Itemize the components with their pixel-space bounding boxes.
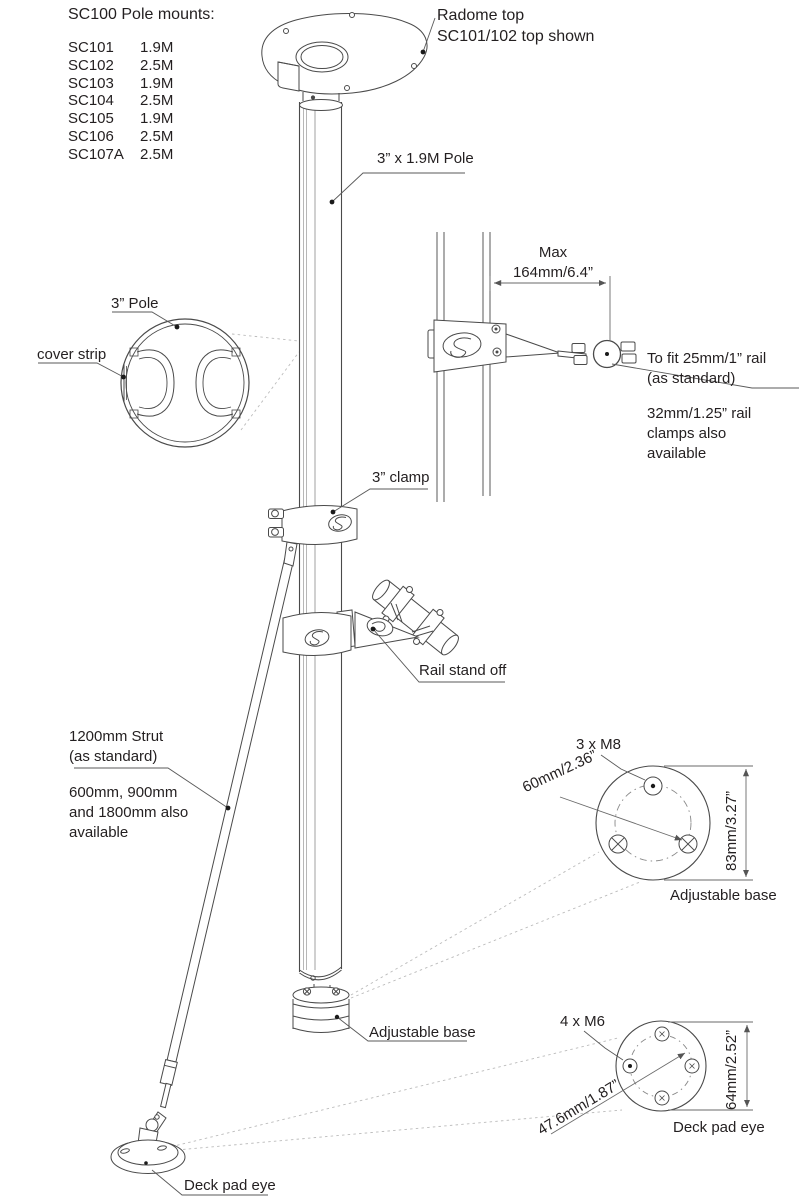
part-length: 2.5M xyxy=(140,56,174,74)
parts-list-row: SC105 1.9M xyxy=(68,110,215,128)
adjustable-base-detail-label: Adjustable base xyxy=(670,887,777,904)
part-model: SC106 xyxy=(68,127,114,145)
base-diameter-dimension: 83mm/3.27” xyxy=(723,790,740,871)
adjustable-base-drawing xyxy=(292,984,350,1033)
rail-options-label: 32mm/1.25” rail clamps also available xyxy=(647,405,752,462)
rail-clamp-drawing xyxy=(427,319,637,373)
deck-pad-eye-detail-drawing xyxy=(615,1020,707,1112)
strut-options-label: 600mm, 900mm and 1800mm also available xyxy=(69,784,189,841)
part-model: SC101 xyxy=(68,39,114,56)
pole-section-label: 3” Pole xyxy=(111,295,159,312)
rail-stand-off-label: Rail stand off xyxy=(419,662,507,679)
rail-fit-label: To fit 25mm/1” rail (as standard) xyxy=(647,350,767,387)
strut-label: 1200mm Strut (as standard) xyxy=(69,728,164,765)
max-dimension-label: Max xyxy=(538,244,568,261)
part-length: 2.5M xyxy=(140,92,174,110)
deck-pad-eye-detail-dimensions xyxy=(550,1021,753,1135)
parts-list-row: SC102 2.5M xyxy=(68,57,215,75)
cross-section-detail-drawing xyxy=(120,318,250,448)
deck-pad-eye-detail-label: Deck pad eye xyxy=(673,1119,765,1136)
radome-top-drawing xyxy=(261,12,428,101)
radome-top-label: Radome top SC101/102 top shown xyxy=(437,7,595,45)
part-length: 2.5M xyxy=(140,145,174,163)
adjustable-base-label: Adjustable base xyxy=(369,1024,476,1041)
max-dimension xyxy=(489,276,611,341)
parts-list-row: SC103 1.9M xyxy=(68,75,215,93)
pole-clamp-drawing xyxy=(268,504,358,567)
cover-strip-label: cover strip xyxy=(37,346,107,363)
parts-list: SC100 Pole mounts: SC101 1.9M SC102 2.5M S… xyxy=(68,6,215,164)
parts-list-row: SC104 2.5M xyxy=(68,92,215,110)
max-dimension-value: 164mm/6.4” xyxy=(512,264,594,281)
part-length: 1.9M xyxy=(140,110,174,128)
parts-list-title: SC100 Pole mounts: xyxy=(68,6,215,23)
part-length: 1.9M xyxy=(140,39,174,56)
leader-dots xyxy=(121,49,426,1020)
parts-list-row: SC101 1.9M xyxy=(68,39,215,57)
part-model: SC107A xyxy=(68,145,124,163)
parts-list-row: SC106 2.5M xyxy=(68,128,215,146)
part-model: SC104 xyxy=(68,92,114,110)
construction-lines xyxy=(165,333,641,1152)
deck-pad-eye-label: Deck pad eye xyxy=(184,1177,276,1194)
clamp-label: 3” clamp xyxy=(372,469,430,486)
part-model: SC105 xyxy=(68,110,114,128)
parts-list-row: SC107A 2.5M xyxy=(68,146,215,164)
part-length: 2.5M xyxy=(140,127,174,145)
strut-drawing xyxy=(110,558,295,1174)
pole-label: 3” x 1.9M Pole xyxy=(377,150,474,167)
part-length: 1.9M xyxy=(140,74,174,92)
pad-bolts-label: 4 x M6 xyxy=(560,1013,606,1030)
part-model: SC103 xyxy=(68,74,114,92)
pad-diameter-dimension: 64mm/2.52” xyxy=(723,1029,740,1110)
base-bolts-label: 3 x M8 xyxy=(576,736,622,753)
adjustable-base-detail-dimensions xyxy=(559,765,753,881)
rail-stand-off-drawing xyxy=(282,579,459,657)
part-model: SC102 xyxy=(68,56,114,74)
adjustable-base-detail-drawing xyxy=(595,765,711,881)
leader-lines xyxy=(38,17,799,1196)
